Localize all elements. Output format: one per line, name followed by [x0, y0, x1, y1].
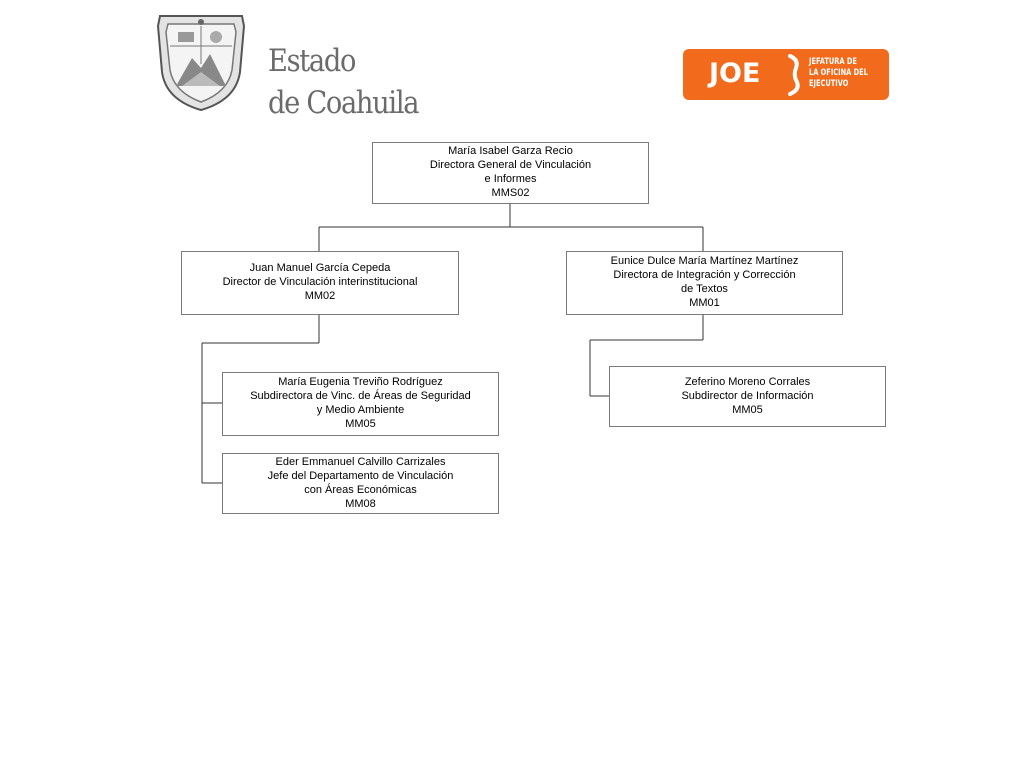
state-title: Estado de Coahuila: [268, 40, 419, 124]
joe-logo-description: JEFATURA DE LA OFICINA DEL EJECUTIVO: [809, 57, 868, 90]
org-box-title: de Textos: [681, 283, 728, 295]
org-box-code: MMS02: [491, 187, 530, 199]
coahuila-coat-of-arms-icon: [156, 15, 246, 112]
joe-logo: JOE JEFATURA DE LA OFICINA DEL EJECUTIVO: [683, 49, 889, 100]
org-box-name: María Isabel Garza Recio: [448, 145, 573, 157]
org-box-title: Directora General de Vinculación: [429, 159, 592, 171]
org-box-code: MM05: [732, 403, 763, 416]
org-box-title: con Áreas Económicas: [304, 483, 417, 496]
org-box-title: Director de Vinculación interinstitucion…: [222, 276, 418, 288]
joe-logo-line1: JEFATURA DE: [809, 57, 857, 67]
joe-logo-line3: EJECUTIVO: [809, 79, 849, 89]
org-box-title: Directora de Integración y Corrección: [613, 269, 796, 281]
state-title-line2: de Coahuila: [268, 85, 419, 121]
org-box-title: Subdirectora de Vinc. de Áreas de Seguri…: [250, 390, 471, 402]
org-box-subdirector-informacion: Zeferino Moreno Corrales Subdirector de …: [609, 366, 886, 427]
org-box-code: MM02: [304, 290, 336, 302]
bracket-icon: [788, 54, 800, 96]
org-box-code: MM05: [345, 418, 376, 430]
org-box-title: Subdirector de Información: [681, 389, 814, 402]
joe-logo-line2: LA OFICINA DEL: [809, 68, 868, 78]
state-title-line1: Estado: [268, 43, 356, 79]
org-box-title: y Medio Ambiente: [316, 404, 405, 416]
org-box-director-vinculacion: Juan Manuel García Cepeda Director de Vi…: [181, 251, 459, 315]
org-box-jefe-departamento: Eder Emmanuel Calvillo Carrizales Jefe d…: [222, 453, 499, 514]
org-box-directora-integracion: Eunice Dulce María Martínez Martínez Dir…: [566, 251, 843, 315]
joe-logo-word: JOE: [709, 58, 761, 89]
org-box-title: e Informes: [484, 173, 537, 185]
org-box-name: María Eugenia Treviño Rodríguez: [278, 376, 443, 388]
org-box-name: Eder Emmanuel Calvillo Carrizales: [275, 455, 446, 468]
org-box-code: MM01: [689, 297, 720, 309]
org-box-name: Juan Manuel García Cepeda: [249, 262, 391, 274]
org-box-title: Jefe del Departamento de Vinculación: [267, 469, 454, 482]
org-box-code: MM08: [345, 497, 376, 510]
org-box-director-general: María Isabel Garza Recio Directora Gener…: [372, 142, 649, 204]
org-box-name: Zeferino Moreno Corrales: [684, 375, 811, 388]
org-box-subdirectora-seguridad: María Eugenia Treviño Rodríguez Subdirec…: [222, 372, 499, 436]
org-box-name: Eunice Dulce María Martínez Martínez: [610, 255, 799, 267]
